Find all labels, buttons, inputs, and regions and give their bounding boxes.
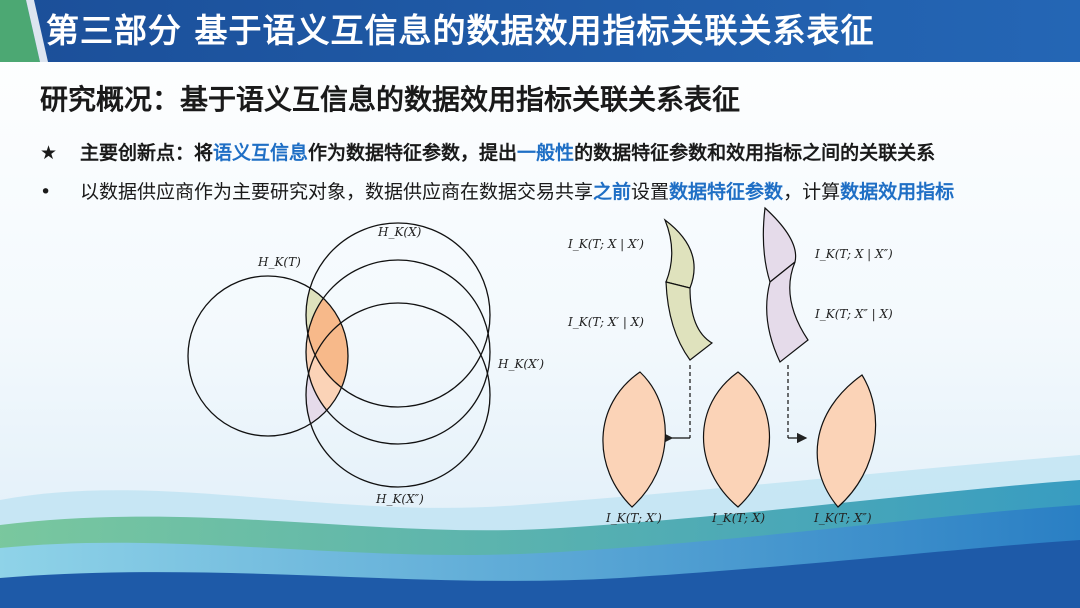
circle-x1 bbox=[305, 259, 491, 445]
lens-t-x1 bbox=[602, 371, 666, 508]
lens-diagram: I_K(T; X | X′) I_K(T; X′ | X) I_K(T; X |… bbox=[567, 206, 893, 525]
innovation-highlight-1: 语义互信息 bbox=[213, 142, 309, 164]
research-line: • 以数据供应商作为主要研究对象，数据供应商在数据交易共享之前设置数据特征参数，计… bbox=[40, 177, 954, 204]
region-core bbox=[306, 276, 348, 407]
label-i-t-x1: I_K(T; X′) bbox=[605, 511, 662, 525]
star-icon: ★ bbox=[40, 142, 58, 164]
lens-x2-given-x bbox=[766, 261, 809, 363]
label-h-x2: H_K(X″) bbox=[375, 492, 424, 506]
research-highlight-1: 之前 bbox=[593, 181, 632, 203]
label-h-x1: H_K(X′) bbox=[497, 357, 544, 371]
label-h-x: H_K(X) bbox=[377, 225, 422, 239]
label-h-t: H_K(T) bbox=[257, 255, 301, 269]
label-i-t-x2: I_K(T; X″) bbox=[813, 511, 872, 525]
research-mid-1: 设置 bbox=[631, 181, 670, 203]
label-i-t-x-given-x1: I_K(T; X | X′) bbox=[567, 237, 644, 251]
innovation-suffix: 的数据特征参数和效用指标之间的关联关系 bbox=[574, 142, 936, 164]
label-i-t-x: I_K(T; X) bbox=[711, 511, 765, 525]
circle-x bbox=[305, 222, 491, 408]
section-subtitle: 研究概况：基于语义互信息的数据效用指标关联关系表征 bbox=[40, 83, 741, 116]
bullet-dot-icon: • bbox=[40, 181, 52, 203]
label-i-t-x1-given-x: I_K(T; X′ | X) bbox=[567, 315, 644, 329]
circle-t bbox=[187, 275, 349, 437]
research-mid-2: ，计算 bbox=[783, 181, 841, 203]
circle-x2 bbox=[305, 302, 491, 488]
research-highlight-2: 数据特征参数 bbox=[669, 181, 784, 203]
lens-t-x2 bbox=[816, 374, 877, 508]
research-prefix: 以数据供应商作为主要研究对象，数据供应商在数据交易共享 bbox=[80, 181, 594, 203]
page-title: 第三部分 基于语义互信息的数据效用指标关联关系表征 bbox=[46, 11, 875, 50]
label-i-t-x-given-x2: I_K(T; X | X″) bbox=[814, 247, 893, 261]
innovation-highlight-2: 一般性 bbox=[517, 142, 575, 164]
innovation-mid: 作为数据特征参数，提出 bbox=[308, 142, 518, 164]
lens-x-given-x1 bbox=[663, 218, 695, 289]
innovation-line: ★ 主要创新点：将语义互信息作为数据特征参数，提出一般性的数据特征参数和效用指标之… bbox=[40, 138, 935, 165]
title-bar bbox=[0, 0, 1080, 62]
lens-t-x bbox=[702, 371, 771, 508]
research-highlight-3: 数据效用指标 bbox=[840, 181, 955, 203]
label-i-t-x2-given-x: I_K(T; X″ | X) bbox=[814, 307, 893, 321]
lens-x1-given-x bbox=[665, 281, 714, 361]
innovation-prefix: 主要创新点：将 bbox=[80, 142, 214, 164]
venn-diagram: H_K(T) H_K(X) H_K(X′) H_K(X″) bbox=[187, 222, 544, 506]
